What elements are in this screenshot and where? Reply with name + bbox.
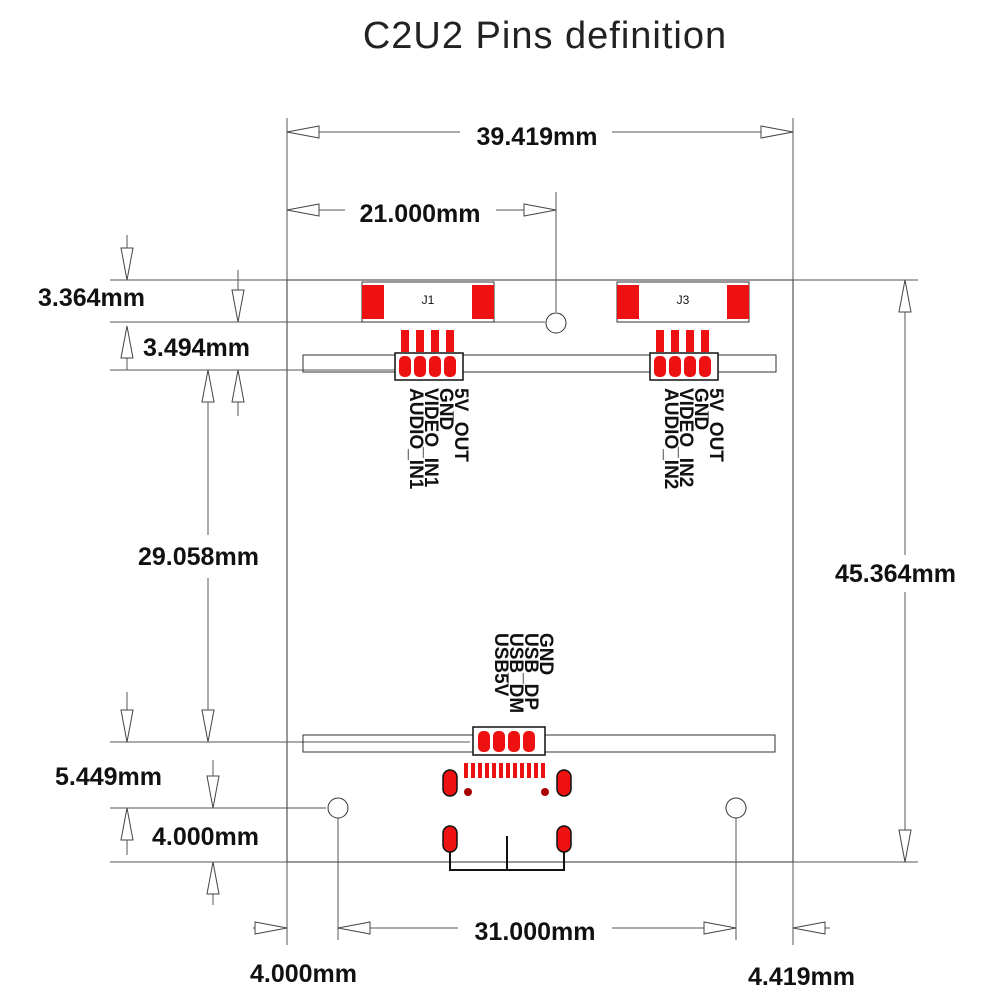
pin-label-j3-1: 5V_OUT <box>705 388 726 462</box>
pin-labels-j3: 5V_OUT GND VIDEO_IN2 AUDIO_IN2 <box>660 388 726 489</box>
dim-left-hole-offset: 4.000mm <box>250 862 357 988</box>
pin-labels-j1: 5V_OUT GND VIDEO_IN1 AUDIO_IN1 <box>405 388 471 490</box>
mounting-hole-bottom-right <box>725 797 747 819</box>
dim-right-hole-offset: 4.419mm <box>748 862 855 991</box>
pin-label-usb-3: USB_DM <box>505 633 526 713</box>
label-right-hole-offset: 4.419mm <box>748 963 855 991</box>
label-hole-bottom: 4.000mm <box>152 823 259 851</box>
usb-c-footprint <box>442 763 572 871</box>
label-height-total: 45.364mm <box>835 560 956 588</box>
pin-label-j1-4: AUDIO_IN1 <box>405 388 426 490</box>
dim-header-spacing: 29.058mm <box>138 369 259 743</box>
pin-labels-usb: GND USB_DP USB_DM USB5V <box>490 633 556 713</box>
pin-label-j1-2: GND <box>435 388 456 430</box>
pin-label-usb-1: GND <box>535 633 556 675</box>
header-strip-bottom <box>302 726 776 756</box>
label-connector-header: 3.494mm <box>143 334 250 362</box>
connector-j1-label: J1 <box>422 293 435 307</box>
board-outline <box>286 279 794 863</box>
dim-bottom-header: 5.449mm <box>55 692 470 809</box>
pin-label-usb-2: USB_DP <box>520 633 541 710</box>
mounting-hole-top <box>545 312 567 334</box>
pin-label-j3-3: VIDEO_IN2 <box>675 388 696 487</box>
pin-label-j3-4: AUDIO_IN2 <box>660 388 681 489</box>
pin-label-j1-3: VIDEO_IN1 <box>420 388 441 488</box>
label-header-spacing: 29.058mm <box>138 543 259 571</box>
connector-j1: J1 <box>361 281 495 352</box>
connector-j3: J3 <box>616 281 750 352</box>
dim-hole-spacing: 31.000mm <box>337 818 737 946</box>
pin-label-j1-1: 5V_OUT <box>450 388 471 462</box>
label-width-center: 21.000mm <box>360 200 481 228</box>
dim-height-total: 45.364mm <box>793 279 956 863</box>
header-strip-top <box>302 352 777 381</box>
dim-connector-header: 3.494mm <box>110 325 395 416</box>
mounting-hole-bottom-left <box>327 797 349 819</box>
dim-hole-bottom: 4.000mm <box>110 807 287 905</box>
diagram-title: C2U2 Pins definition <box>363 15 727 57</box>
label-hole-spacing: 31.000mm <box>475 918 596 946</box>
label-bottom-header: 5.449mm <box>55 763 162 791</box>
dim-width-center: 21.000mm <box>286 192 557 312</box>
dim-top-edge: 3.364mm <box>38 235 545 323</box>
label-width-total: 39.419mm <box>477 123 598 151</box>
connector-j3-label: J3 <box>677 293 690 307</box>
dim-width-total: 39.419mm <box>286 118 794 280</box>
pin-label-j3-2: GND <box>690 388 711 430</box>
label-top-edge: 3.364mm <box>38 284 145 312</box>
label-left-hole-offset: 4.000mm <box>250 960 357 988</box>
pin-label-usb-4: USB5V <box>490 633 511 697</box>
